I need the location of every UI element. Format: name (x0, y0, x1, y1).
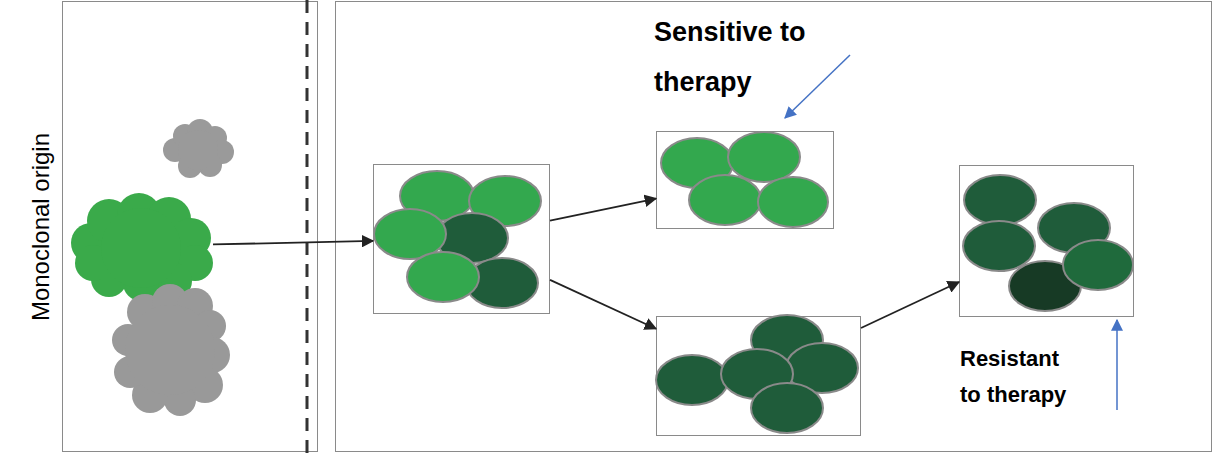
leader-arrow (785, 55, 850, 118)
leader-arrow (1116, 320, 1118, 410)
resistant-population-box: Resistant to therapy (959, 165, 1134, 317)
cell-group-resistant-emerging (656, 315, 858, 433)
cloud-outline (69, 193, 213, 299)
population-label: Sensitive to therapy (654, 7, 834, 107)
cloud-lobe (101, 208, 181, 288)
cell-group-mixed (374, 171, 541, 308)
cell-group-resistant (963, 175, 1133, 311)
progression-arrow (550, 280, 656, 329)
evolution-panel: Sensitive to therapyResistant to therapy (335, 1, 1212, 452)
sensitive-population-box: Sensitive to therapy (656, 131, 834, 229)
progression-arrow (550, 199, 656, 221)
population-label: Resistant to therapy (960, 341, 1075, 413)
cell-group-sensitive (661, 132, 828, 227)
mixed-population-box (373, 164, 550, 314)
origin-panel: Monoclonal origin (62, 1, 318, 452)
emerging-resistant-box (656, 316, 861, 436)
monoclonal-cloud (69, 193, 213, 299)
panel-title: Monoclonal origin (27, 77, 55, 377)
gray-clone-small (163, 119, 234, 178)
progression-arrow (213, 241, 373, 244)
gray-clone-large (112, 284, 230, 416)
divider-dashed-line (306, 0, 309, 454)
progression-arrow (861, 282, 959, 328)
